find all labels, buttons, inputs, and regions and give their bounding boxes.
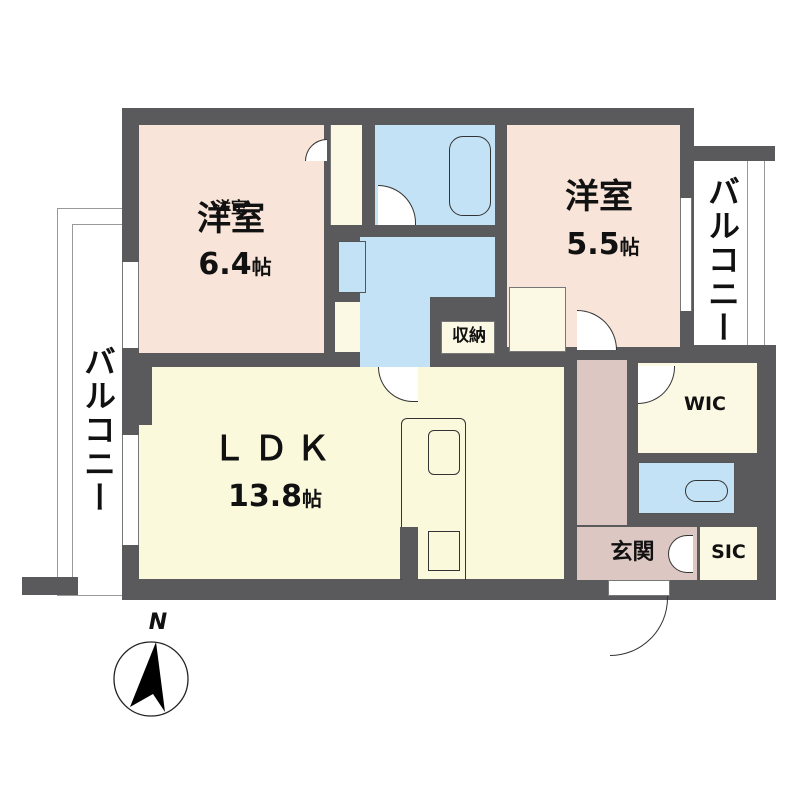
toilet-icon — [685, 480, 728, 502]
kitchen-wall-stub — [400, 527, 418, 579]
ldk-window-bay — [139, 425, 159, 579]
compass-north-label: N — [148, 610, 168, 635]
kitchen-counter — [401, 418, 466, 580]
stove-icon — [428, 531, 460, 571]
washing-machine-space — [335, 302, 360, 352]
sic-label: SIC — [711, 541, 746, 563]
sic — [700, 527, 757, 580]
ldk-size: 13.8帖 — [200, 482, 350, 512]
western-room-2-window — [680, 198, 692, 311]
right-balcony-label: バルコニー — [703, 175, 741, 345]
western-room-1-size: 6.4帖 — [180, 250, 290, 280]
ldk-size-unit: 帖 — [302, 487, 323, 511]
ldk-size-value: 13.8 — [227, 479, 303, 514]
western-room-1 — [139, 125, 324, 353]
front-door-opening — [608, 580, 670, 596]
western-room-2-size: 5.5帖 — [548, 230, 658, 260]
north-arrow-icon — [113, 641, 189, 717]
western-room-2-size-value: 5.5 — [566, 227, 620, 262]
bathtub-icon — [449, 136, 491, 216]
western-room-1-closet — [330, 125, 362, 225]
hallway — [577, 360, 627, 525]
ldk-window — [122, 435, 139, 545]
right-balcony-top-rail — [680, 146, 775, 161]
western-room-1-title: 洋室 — [197, 199, 265, 239]
western-room-1-size-value: 6.4 — [198, 247, 252, 282]
ldk — [152, 367, 564, 579]
left-balcony-inner — [72, 224, 125, 580]
right-balcony-inner-line — [747, 160, 748, 346]
left-balcony-rail-end — [22, 577, 78, 595]
western-room-2-closet — [509, 287, 566, 352]
western-room-1-window — [122, 262, 139, 348]
storage — [441, 321, 495, 354]
western-room-1-size-unit: 帖 — [251, 255, 272, 279]
vanity-sink-icon — [338, 241, 366, 293]
kitchen-sink-icon — [428, 430, 460, 475]
western-room-1-name: 洋室 — [214, 198, 247, 217]
western-room-2-size-unit: 帖 — [619, 235, 640, 259]
western-room-2-title: 洋室 — [565, 177, 633, 217]
wic-label: WIC — [684, 393, 726, 415]
storage-label: 収納 — [452, 326, 486, 346]
front-door[interactable] — [610, 596, 668, 656]
entrance-label: 玄関 — [610, 540, 655, 565]
left-balcony-label: バルコニー — [79, 345, 117, 515]
ldk-title: ＬＤＫ — [212, 429, 338, 469]
